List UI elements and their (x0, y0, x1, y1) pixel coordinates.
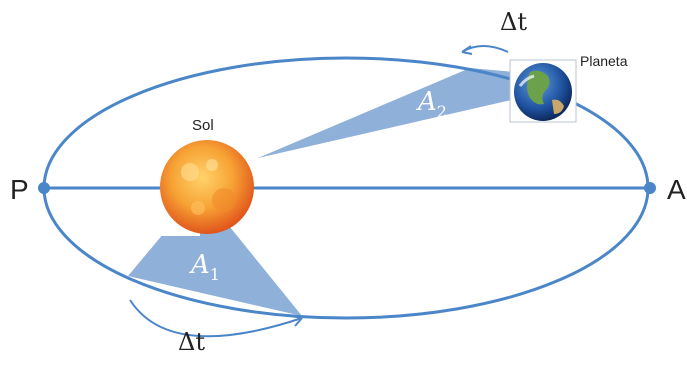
delta-t-bottom-arrowhead (290, 315, 303, 327)
swept-area-1 (128, 190, 302, 316)
area-2-label: A2 (416, 87, 447, 121)
delta-t-bottom-arrow (129, 299, 303, 338)
planet-label: Planeta (580, 53, 628, 69)
perihelion-point (38, 182, 50, 194)
delta-t-bottom-label: Δt (178, 328, 205, 356)
planet (509, 59, 577, 123)
delta-t-top-label: Δt (500, 8, 527, 36)
sun (160, 140, 254, 236)
delta-t-top-arrowhead (461, 45, 473, 55)
aphelion-label: A (667, 174, 686, 205)
area-2-subscript: 2 (437, 102, 447, 121)
aphelion-point (644, 182, 656, 194)
area-1-subscript: 1 (210, 265, 220, 284)
perihelion-label: P (10, 174, 29, 205)
area-1-label: A1 (189, 250, 220, 284)
sun-label: Sol (192, 117, 214, 134)
area-2-letter: A (416, 87, 437, 117)
area-1-letter: A (189, 250, 210, 280)
swept-area-2 (258, 68, 520, 158)
